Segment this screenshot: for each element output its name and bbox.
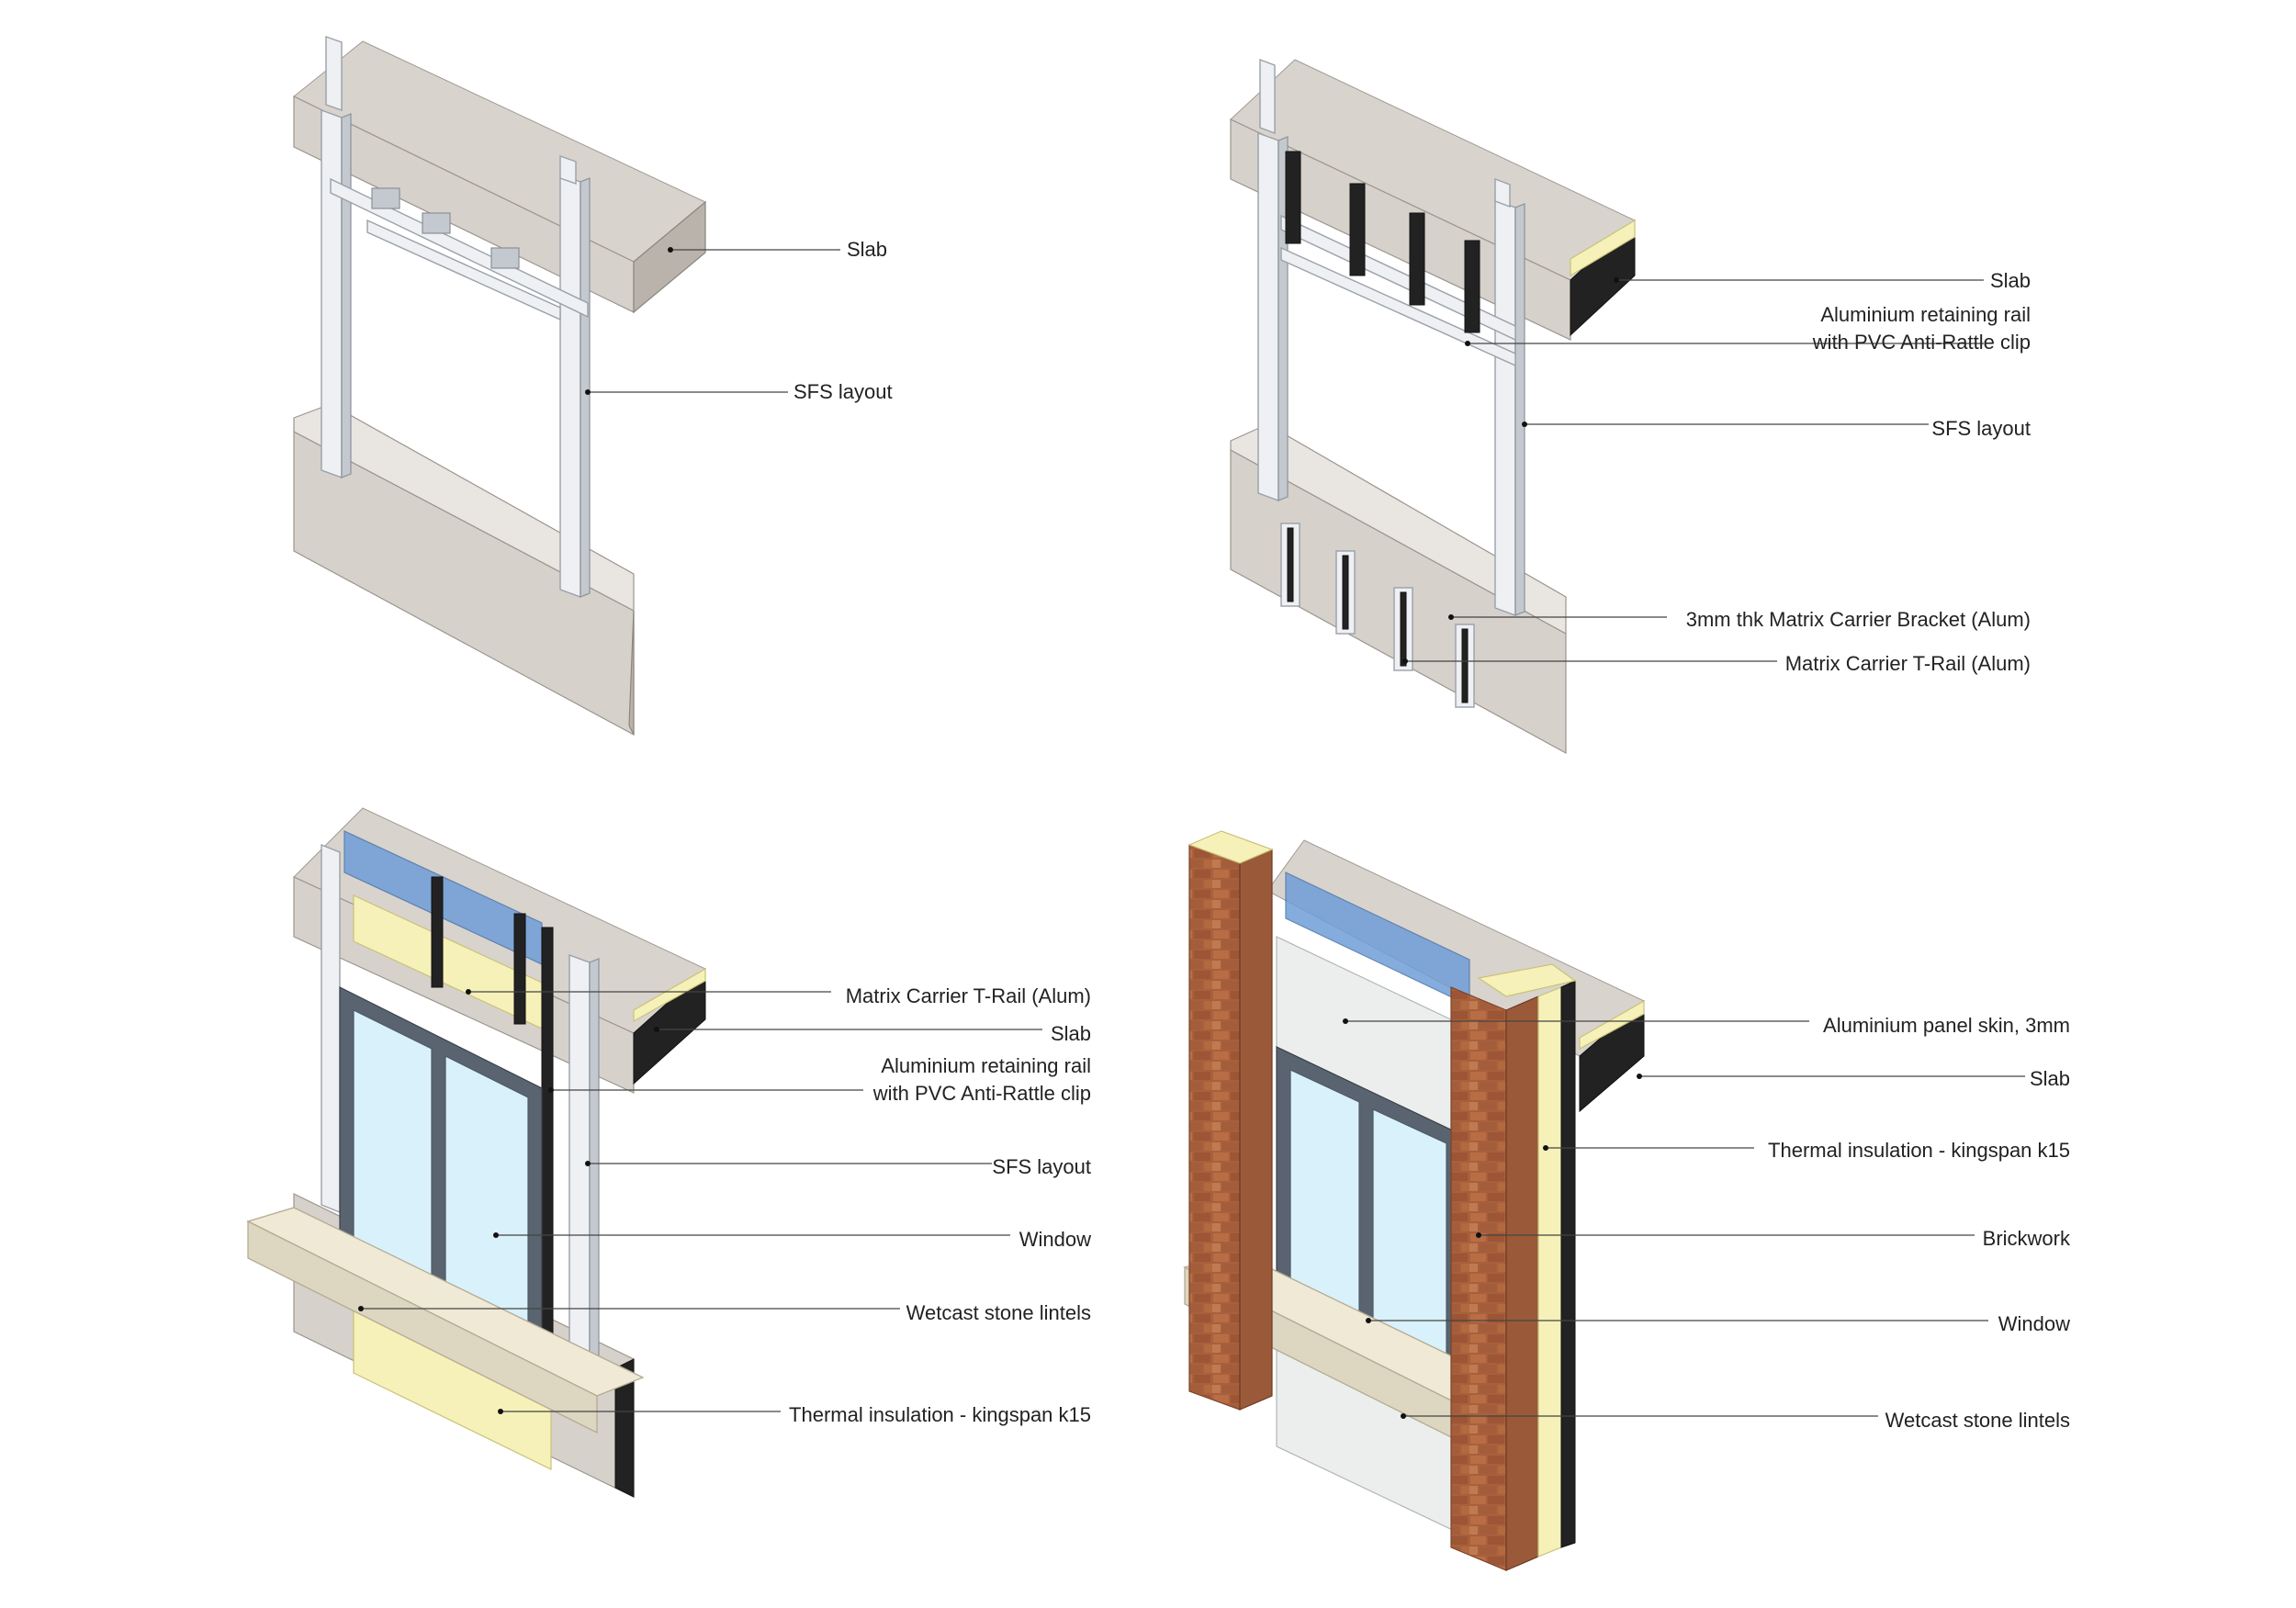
- anchor-t-rail-3: [466, 989, 471, 995]
- label-retaining-rail-2-line1: Aluminium retaining rail: [1820, 303, 2031, 326]
- label-carrier-bracket-2: 3mm thk Matrix Carrier Bracket (Alum): [1686, 608, 2031, 631]
- label-lintel-3: Wetcast stone lintels: [906, 1301, 1091, 1324]
- anchor-retaining-rail-3: [548, 1087, 554, 1093]
- anchor-brickwork-4: [1476, 1232, 1481, 1238]
- diagram-2-illustration: [1230, 58, 1636, 755]
- label-sfs-layout-2: SFS layout: [1931, 417, 2031, 440]
- label-slab: Slab: [847, 238, 887, 261]
- diagram-4-illustration: [1183, 830, 1645, 1571]
- anchor-lintel-3: [358, 1306, 364, 1311]
- anchor-insulation-4: [1543, 1145, 1548, 1151]
- label-sfs-layout-3: SFS layout: [992, 1155, 1091, 1178]
- anchor-lintel-4: [1401, 1413, 1406, 1419]
- label-window-3: Window: [1019, 1228, 1091, 1251]
- anchor-retaining-rail-2: [1465, 341, 1470, 346]
- anchor-slab: [668, 247, 673, 253]
- anchor-slab-2: [1614, 277, 1619, 283]
- label-t-rail-3: Matrix Carrier T-Rail (Alum): [846, 984, 1091, 1007]
- anchor-carrier-bracket-2: [1448, 614, 1454, 620]
- diagram-4-finished-facade: Aluminium panel skin, 3mm Slab Thermal i…: [1183, 830, 2071, 1571]
- anchor-window-4: [1366, 1318, 1371, 1323]
- label-lintel-4: Wetcast stone lintels: [1885, 1409, 2070, 1432]
- label-panel-skin-4: Aluminium panel skin, 3mm: [1823, 1014, 2070, 1037]
- anchor-sfs-layout-3: [585, 1161, 591, 1166]
- label-slab-4: Slab: [2030, 1067, 2070, 1090]
- diagram-2-carrier-system: Slab Aluminium retaining rail with PVC A…: [1230, 58, 2031, 755]
- anchor-slab-3: [654, 1027, 659, 1032]
- label-brickwork-4: Brickwork: [1983, 1227, 2071, 1250]
- label-window-4: Window: [1998, 1312, 2070, 1335]
- label-t-rail-2: Matrix Carrier T-Rail (Alum): [1785, 652, 2031, 675]
- anchor-panel-skin-4: [1343, 1018, 1348, 1024]
- anchor-t-rail-2: [1402, 658, 1408, 664]
- label-retaining-rail-3-line1: Aluminium retaining rail: [881, 1054, 1091, 1077]
- anchor-sfs-layout-2: [1522, 422, 1527, 427]
- label-retaining-rail-2-line2: with PVC Anti-Rattle clip: [1812, 331, 2031, 354]
- label-slab-3: Slab: [1051, 1022, 1091, 1045]
- label-retaining-rail-3-line2: with PVC Anti-Rattle clip: [872, 1082, 1091, 1105]
- anchor-sfs-layout: [585, 389, 591, 395]
- label-sfs-layout: SFS layout: [793, 380, 893, 403]
- anchor-slab-4: [1637, 1074, 1642, 1079]
- label-slab-2: Slab: [1990, 269, 2031, 292]
- diagram-3-illustration: [246, 807, 706, 1498]
- diagram-3-window-install: Matrix Carrier T-Rail (Alum) Slab Alumin…: [246, 807, 1091, 1498]
- label-insulation-3: Thermal insulation - kingspan k15: [789, 1403, 1091, 1426]
- diagram-1-illustration: [293, 36, 706, 737]
- diagram-1-sfs-layout: Slab SFS layout: [293, 36, 893, 737]
- label-insulation-4: Thermal insulation - kingspan k15: [1768, 1139, 2070, 1162]
- anchor-window-3: [493, 1232, 499, 1238]
- anchor-insulation-3: [498, 1409, 503, 1414]
